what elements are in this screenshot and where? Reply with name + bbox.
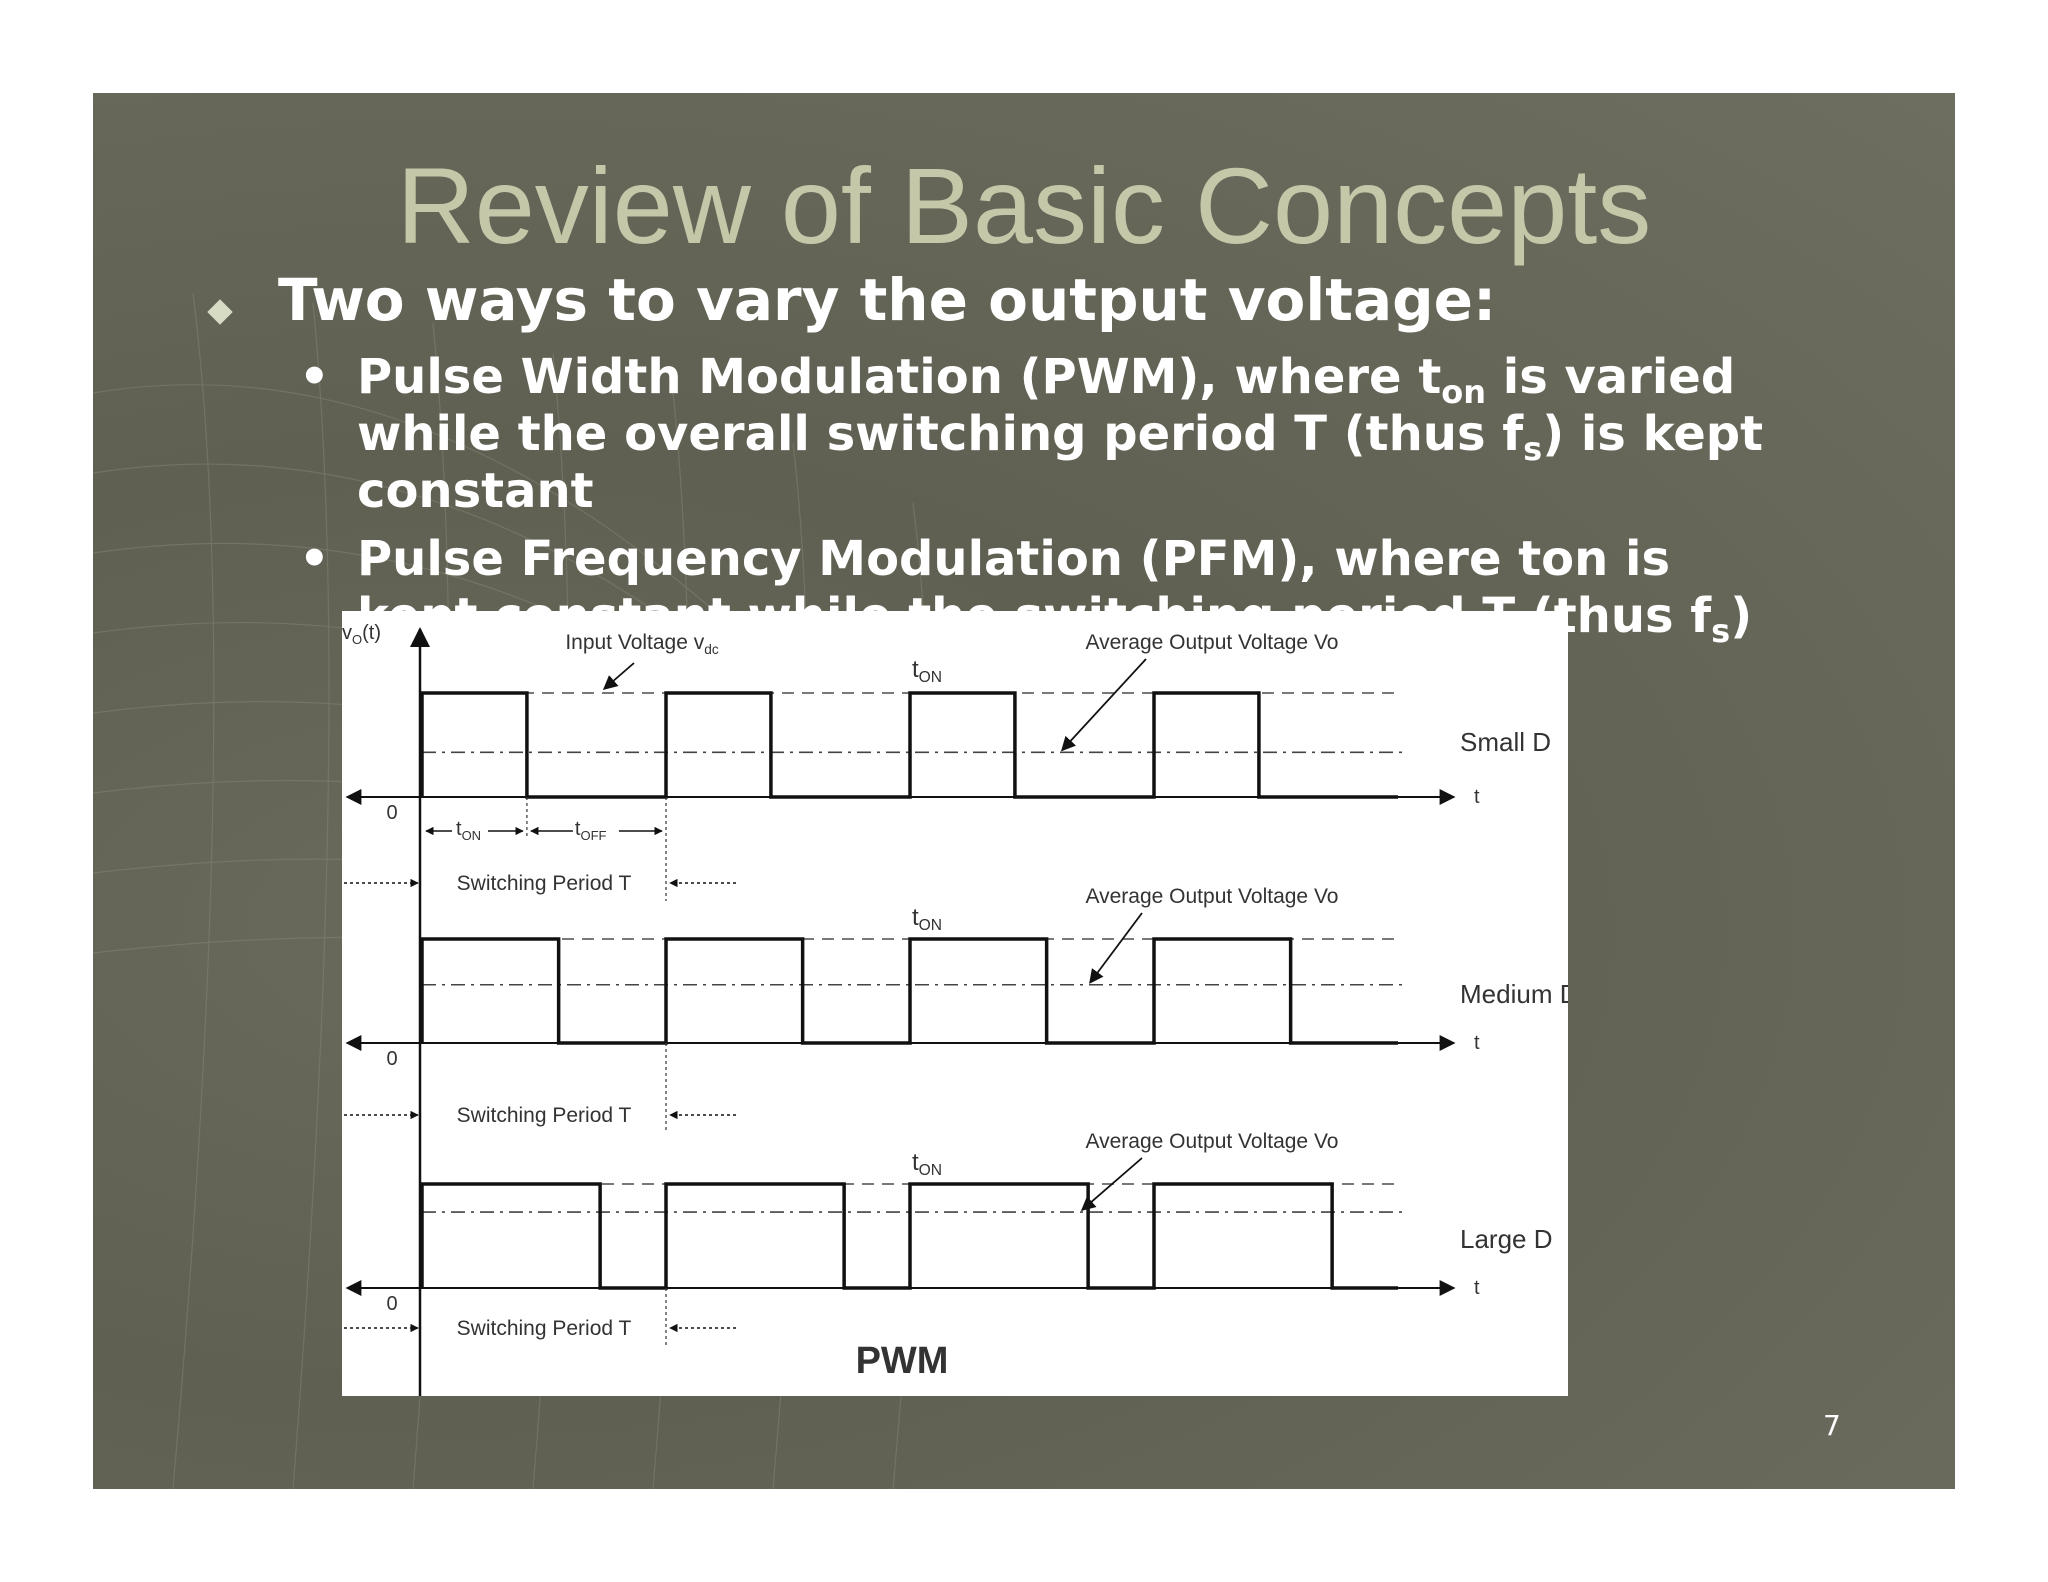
toff-dimension-label: tOFF <box>575 818 607 843</box>
time-axis-label: t <box>1474 1032 1480 1054</box>
pwm-line-3: constant <box>357 463 594 519</box>
average-output-pointer <box>1089 912 1143 984</box>
time-axis-label: t <box>1474 786 1480 808</box>
pfm-line-1: Pulse Frequency Modulation (PFM), where … <box>357 531 1671 587</box>
switching-period-label: Switching Period T <box>457 1317 632 1340</box>
main-bullet-text: Two ways to vary the output voltage: <box>278 266 1497 334</box>
average-output-label: Average Output Voltage Vo <box>1086 885 1339 908</box>
duty-cycle-label: Small D <box>1460 727 1551 757</box>
pwm-line-1: Pulse Width Modulation (PWM), where ton … <box>357 349 1736 411</box>
bullet-dot: • <box>299 349 330 405</box>
average-output-label: Average Output Voltage Vo <box>1086 631 1339 654</box>
origin-zero-label: 0 <box>386 1293 397 1315</box>
input-voltage-pointer <box>602 662 635 690</box>
bullet-dot: • <box>299 531 330 587</box>
switching-period-label: Switching Period T <box>457 872 632 895</box>
time-axis-label: t <box>1474 1277 1480 1299</box>
average-output-pointer <box>1080 1157 1143 1212</box>
pwm-square-wave <box>420 691 1398 799</box>
average-output-pointer <box>1061 658 1147 752</box>
input-voltage-label: Input Voltage vdc <box>565 631 719 657</box>
origin-zero-label: 0 <box>386 802 397 824</box>
pwm-waveform-figure: vO(t) t 0 Small D tON Average Output Voltage… <box>342 611 1568 1396</box>
figure-caption: PWM <box>856 1340 949 1382</box>
pwm-square-wave <box>420 1182 1398 1290</box>
page-number: 7 <box>1823 1409 1841 1442</box>
average-output-label: Average Output Voltage Vo <box>1086 1130 1339 1153</box>
pwm-waveform-diagram: vO(t) t 0 Small D tON Average Output Voltage… <box>342 622 1568 1396</box>
y-axis-label: vO(t) <box>342 622 381 647</box>
pwm-line-2: while the overall switching period T (th… <box>357 406 1764 468</box>
ton-label: tON <box>912 904 942 934</box>
ton-label-bg <box>452 815 488 839</box>
ton-dimension-label: tON <box>456 818 481 843</box>
pwm-square-wave <box>420 937 1398 1045</box>
ton-label: tON <box>912 656 942 686</box>
slide-title: Review of Basic Concepts <box>396 145 1652 266</box>
duty-cycle-label: Medium D <box>1460 979 1568 1009</box>
toff-label-bg <box>572 815 619 839</box>
sub-bullet-pwm: • Pulse Width Modulation (PWM), where to… <box>299 349 1917 520</box>
origin-zero-label: 0 <box>386 1048 397 1070</box>
duty-cycle-label: Large D <box>1460 1224 1553 1254</box>
ton-label: tON <box>912 1149 942 1179</box>
switching-period-label: Switching Period T <box>457 1104 632 1127</box>
